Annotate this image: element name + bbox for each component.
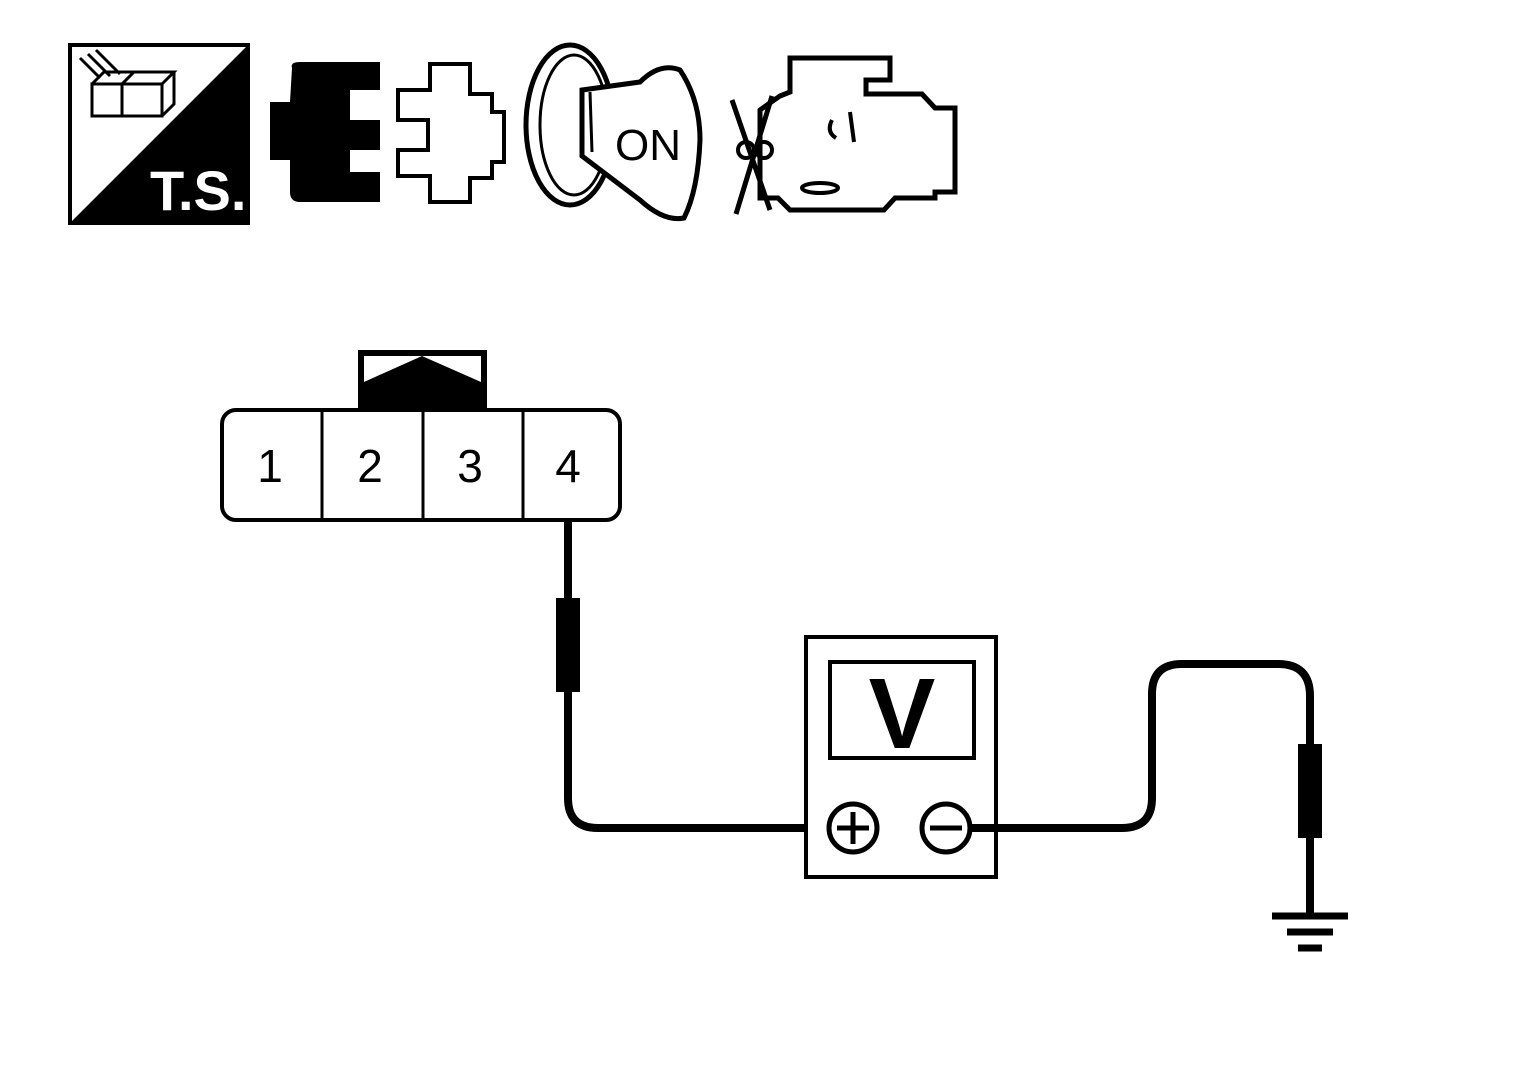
ground-icon bbox=[1272, 912, 1348, 952]
negative-terminal-icon bbox=[919, 801, 973, 855]
positive-probe-lead bbox=[556, 520, 828, 832]
voltmeter: V bbox=[804, 635, 998, 879]
test-symbol-label: T.S. bbox=[150, 159, 246, 222]
positive-terminal-icon bbox=[826, 801, 880, 855]
connector: 1 2 3 4 bbox=[220, 350, 622, 522]
connector-pin-4: 4 bbox=[555, 440, 581, 492]
connector-disconnect-icon bbox=[270, 62, 506, 204]
voltmeter-label: V bbox=[869, 658, 936, 770]
ignition-key-label: ON bbox=[615, 121, 681, 170]
connector-pin-2: 2 bbox=[357, 440, 383, 492]
connector-pin-3: 3 bbox=[457, 440, 483, 492]
connector-pin-1: 1 bbox=[257, 440, 283, 492]
engine-icon bbox=[729, 55, 958, 215]
ignition-key-icon: ON bbox=[523, 42, 703, 222]
test-symbol-icon: T.S. bbox=[68, 43, 250, 225]
negative-probe-lead bbox=[970, 660, 1322, 914]
